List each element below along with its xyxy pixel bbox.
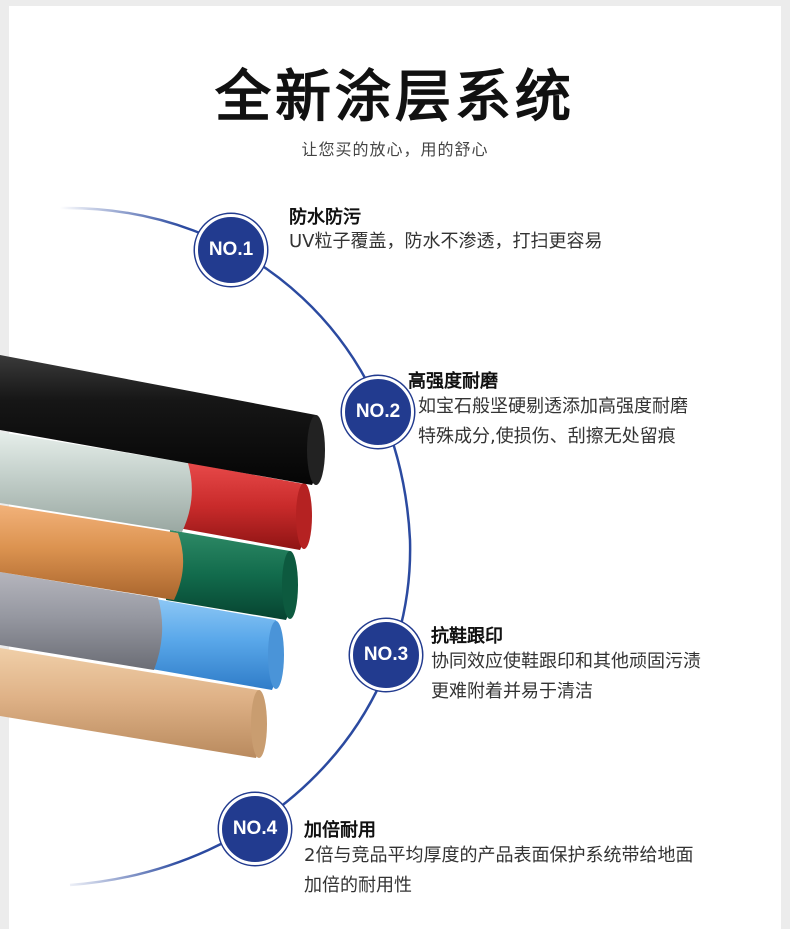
feature-title-wear: 高强度耐磨 [408, 371, 498, 392]
roll-orange [0, 505, 184, 600]
feature-desc-wear: 如宝石般坚硬剔透添加高强度耐磨 特殊成分,使损伤、刮擦无处留痕 [418, 392, 688, 452]
feature-desc-line: 2倍与竞品平均厚度的产品表面保护系统带给地面 [304, 845, 694, 866]
feature-desc-line: 特殊成分,使损伤、刮擦无处留痕 [418, 426, 676, 447]
badge-no2: NO.2 [342, 376, 414, 448]
badge-no3: NO.3 [350, 619, 422, 691]
roll-blue [146, 598, 284, 690]
roll-slate [0, 572, 163, 670]
feature-desc-line: 如宝石般坚硬剔透添加高强度耐磨 [418, 396, 688, 417]
feature-desc-durable: 2倍与竞品平均厚度的产品表面保护系统带给地面 加倍的耐用性 [304, 841, 693, 901]
feature-title-heel: 抗鞋跟印 [431, 626, 503, 647]
feature-title-waterproof: 防水防污 [289, 207, 361, 228]
badge-no1: NO.1 [195, 214, 267, 286]
roll-black [0, 355, 325, 485]
feature-desc-line: 更难附着并易于清洁 [431, 681, 593, 702]
page-title: 全新涂层系统 [215, 65, 575, 130]
feature-title-durable: 加倍耐用 [304, 820, 376, 841]
feature-desc-line: UV粒子覆盖，防水不渗透，打扫更容易 [289, 231, 603, 252]
page-subtitle: 让您买的放心，用的舒心 [301, 140, 489, 159]
badge-no4: NO.4 [219, 793, 291, 865]
feature-desc-heel: 协同效应使鞋跟印和其他顽固污渍 更难附着并易于清洁 [431, 647, 701, 707]
roll-red [178, 462, 312, 550]
roll-light-grey [0, 432, 192, 532]
feature-desc-line: 加倍的耐用性 [304, 875, 412, 896]
roll-tan [0, 648, 267, 758]
feature-desc-waterproof: UV粒子覆盖，防水不渗透，打扫更容易 [289, 227, 603, 257]
roll-green [166, 530, 298, 620]
feature-desc-line: 协同效应使鞋跟印和其他顽固污渍 [431, 651, 701, 672]
